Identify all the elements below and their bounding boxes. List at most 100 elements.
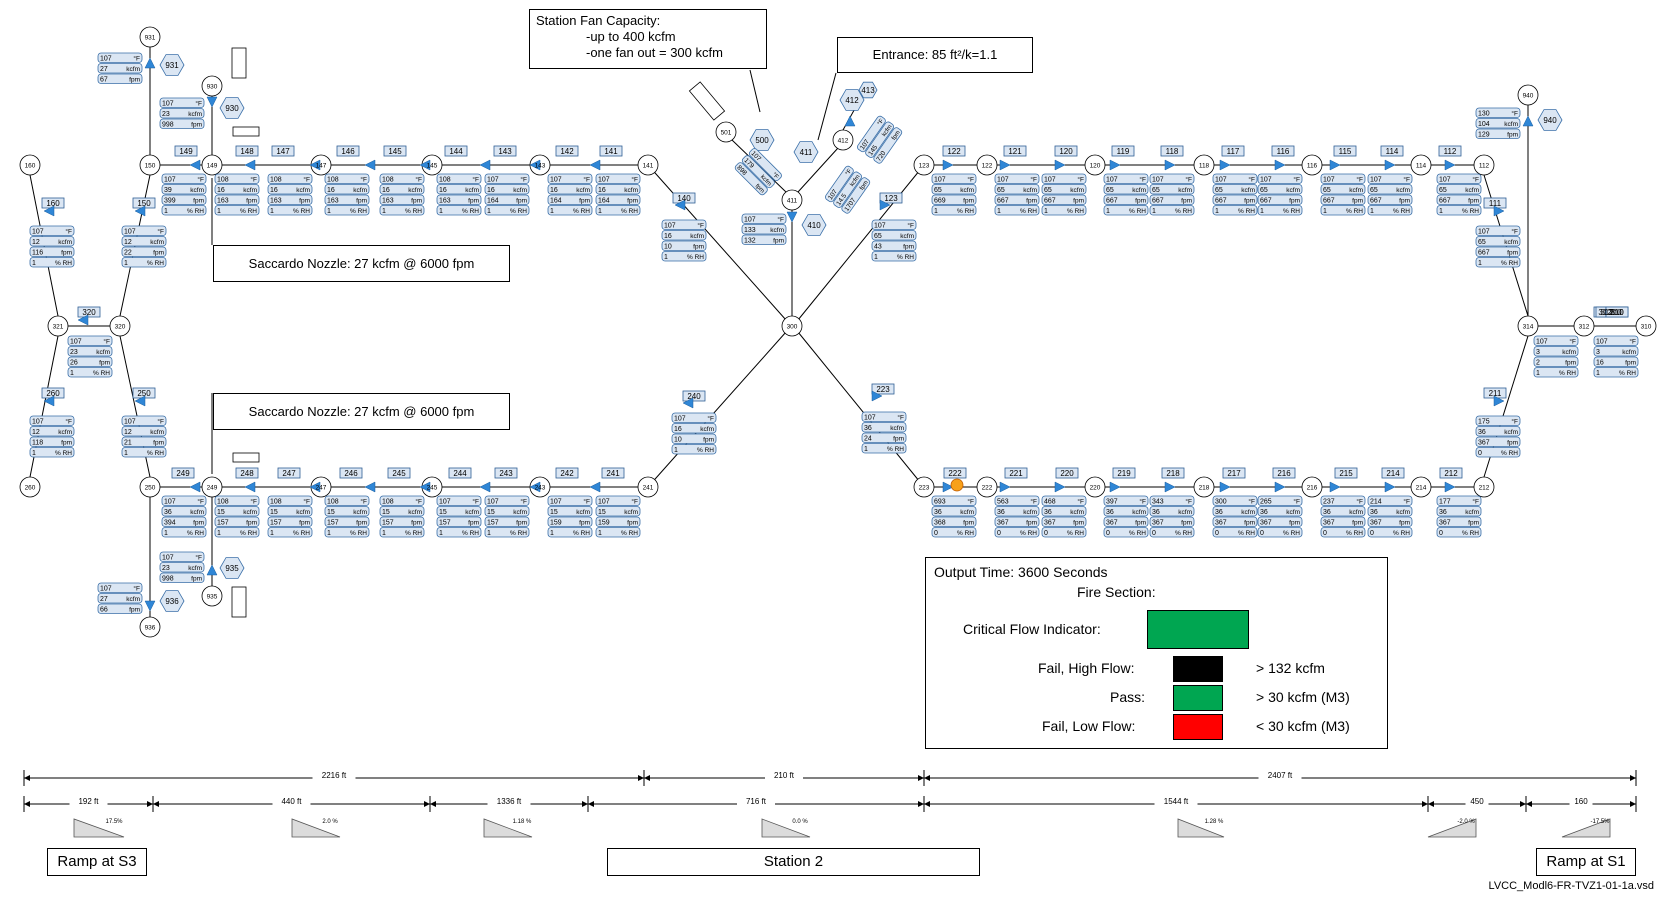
top-left-section-data-value: 1 (327, 208, 331, 215)
node-label-214: 214 (1416, 485, 1427, 492)
node-241 (637, 476, 659, 498)
section-tag-label-121: 121 (1008, 147, 1022, 156)
top-right-section-data-value: 107 (1439, 177, 1451, 184)
bottom-left-section-data-row (161, 495, 207, 506)
right-310-data-unit: kcfm (1622, 349, 1636, 356)
top-right-section-data-unit: kcfm (1132, 187, 1146, 194)
top-right-section-data-value: 1 (1152, 208, 1156, 215)
left-150-data-unit: % RH (147, 260, 164, 267)
top-right-section-data-unit: °F (1248, 176, 1255, 184)
saccardo-nozzle-icon (232, 126, 260, 137)
rotated-data-row (841, 177, 871, 214)
section-tag-214 (1381, 467, 1405, 479)
rotated-data-unit: °F (771, 172, 780, 181)
dim-segment-1-label: 192 ft (78, 797, 99, 806)
section-tag-label-220: 220 (1060, 469, 1074, 478)
bottom-right-section-data-row (1212, 495, 1258, 506)
top-left-section-data-value: 16 (270, 187, 278, 194)
top-right-section-data-row (1436, 173, 1482, 184)
top-left-section-data-unit: % RH (293, 208, 310, 215)
top-right-section-data-value: 1 (1370, 208, 1374, 215)
right-211-data-row (1475, 415, 1521, 426)
dim-arrow-icon (24, 801, 30, 807)
top-right-section-data-row (1320, 194, 1366, 205)
node-label-120: 120 (1090, 163, 1101, 170)
flow-arrow-left-icon (682, 397, 694, 409)
top-left-section-data-row (267, 184, 313, 195)
bottom-right-section-data-row (1257, 506, 1303, 517)
top-right-section-data-unit: °F (1139, 176, 1146, 184)
node-label-260: 260 (25, 485, 36, 492)
bottom-left-section-data-value: 1 (439, 530, 443, 537)
top-left-section-data-row (161, 184, 207, 195)
bottom-right-section-data-value: 0 (934, 530, 938, 537)
shaft-hex-410 (801, 214, 827, 236)
shaft-940-data-value: 104 (1478, 121, 1490, 128)
top-left-section-data-row (379, 205, 425, 216)
right-314-data-value: 107 (1536, 339, 1548, 346)
bottom-left-section-data-row (547, 516, 593, 527)
dim-segment-6-label: 450 (1470, 797, 1484, 806)
right-310-data-value: 107 (1596, 339, 1608, 346)
top-right-section-data-value: 1 (1439, 208, 1443, 215)
section-tag-218 (1161, 467, 1185, 479)
left-260-data-row (29, 426, 75, 437)
bottom-left-section-data-unit: % RH (573, 530, 590, 537)
bottom-left-section-data-row (214, 506, 260, 517)
left-260-data-unit: kcfm (58, 429, 72, 436)
fan-capacity-title: Station Fan Capacity: (536, 13, 661, 28)
bottom-right-section-data-row (1436, 506, 1482, 517)
bottom-left-section-data-row (324, 516, 370, 527)
section-tag-label-240: 240 (687, 392, 701, 401)
section-tag-117 (1221, 145, 1245, 157)
section-tag-143 (493, 145, 517, 157)
node-label-310: 310 (1641, 324, 1652, 331)
top-left-section-data-row (484, 184, 530, 195)
flow-arrow-right-icon (1054, 481, 1066, 493)
shaft-930-data-value: 998 (162, 122, 174, 129)
bottom-right-section-data-row (1149, 516, 1195, 527)
bottom-right-section-data-row (1320, 495, 1366, 506)
mid-140-data-value: 107 (664, 223, 676, 230)
bottom-right-section-data-unit: °F (1403, 498, 1410, 506)
flow-arrow-left-icon (364, 481, 376, 493)
left-260-data-row (29, 447, 75, 458)
top-left-section-data-row (484, 205, 530, 216)
top-right-section-data-row (1041, 205, 1087, 216)
node-label-312: 312 (1579, 324, 1590, 331)
section-tag-label-115: 115 (1339, 147, 1352, 156)
top-right-section-data-value: 65 (1044, 187, 1052, 194)
section-tag-219 (1112, 467, 1136, 479)
dim-label-bg (1154, 796, 1198, 806)
shaft-940-data-unit: kcfm (1504, 121, 1518, 128)
section-tag-label-120: 120 (1059, 147, 1073, 156)
top-left-section-data-row (161, 194, 207, 205)
dim-arrow-icon (588, 801, 594, 807)
top-right-section-data-unit: % RH (1346, 208, 1363, 215)
bottom-right-section-data-unit: % RH (1283, 530, 1300, 537)
fan-capacity-line2: -one fan out = 300 kcfm (586, 45, 723, 60)
shaft-931-data-row (97, 73, 143, 84)
section-tag-label-243: 243 (499, 469, 513, 478)
section-tag-label-222: 222 (948, 469, 962, 478)
bottom-left-section-data-value: 15 (270, 509, 278, 516)
bottom-right-section-data-unit: fpm (1181, 520, 1192, 527)
shaft-hex-label-413: 413 (861, 86, 875, 95)
node-label-118: 118 (1199, 163, 1210, 170)
bottom-left-section-data-row (379, 516, 425, 527)
left-160-data-unit: kcfm (58, 239, 72, 246)
top-left-section-data-value: 1 (439, 208, 443, 215)
bottom-left-section-data-row (324, 527, 370, 538)
rotated-data-row (857, 115, 886, 153)
shaft-930-data-row (159, 97, 205, 108)
top-left-section-data-value: 16 (382, 187, 390, 194)
top-right-section-data-unit: % RH (1020, 208, 1037, 215)
left-150-data-row (121, 236, 167, 247)
left-321-data-row (67, 367, 113, 378)
section-tag-label-140: 140 (677, 194, 691, 203)
dim-label-bg (487, 796, 531, 806)
top-left-section-data-row (379, 194, 425, 205)
section-tag-label-218: 218 (1166, 469, 1180, 478)
right-211-data-value: 36 (1478, 429, 1486, 436)
legend-fire-section-label: Fire Section: (1077, 584, 1156, 600)
